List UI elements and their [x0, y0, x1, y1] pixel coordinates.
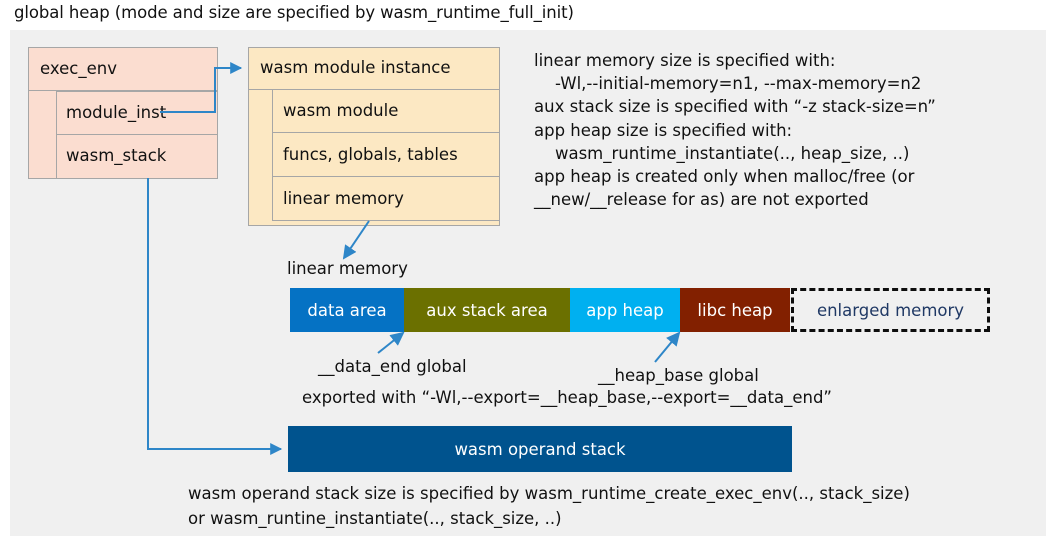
wasm-module-instance-title: wasm module instance [260, 58, 451, 77]
memory-segment-aux-stack-area: aux stack area [404, 288, 570, 332]
exec-env-title: exec_env [40, 59, 117, 78]
memory-segment-enlarged-memory: enlarged memory [791, 288, 990, 332]
annotation-exported-with: exported with “-Wl,--export=__heap_base,… [302, 388, 832, 407]
wasm-module-label: wasm module [283, 101, 399, 120]
wasm-module-instance-outline [248, 47, 500, 226]
exec-env-outline [28, 47, 218, 179]
page-title: global heap (mode and size are specified… [14, 3, 574, 22]
annotation-data-end: __data_end global [318, 357, 467, 376]
memory-segment-app-heap: app heap [570, 288, 680, 332]
linear-memory-caption: linear memory [287, 259, 408, 278]
annotation-heap-base: __heap_base global [598, 366, 759, 385]
wasm-module-instance-row-2 [272, 176, 500, 221]
wasm-stack-label: wasm_stack [66, 146, 167, 165]
memory-segment-libc-heap: libc heap [680, 288, 790, 332]
linear-memory-row-label: linear memory [283, 189, 404, 208]
funcs-globals-tables-label: funcs, globals, tables [283, 145, 458, 164]
linear-memory-notes: linear memory size is specified with: -W… [534, 51, 936, 210]
memory-segment-data-area: data area [290, 288, 404, 332]
operand-stack-notes: wasm operand stack size is specified by … [188, 484, 910, 528]
wasm-operand-stack-box: wasm operand stack [288, 426, 792, 472]
wasm-module-instance-row-1 [272, 132, 500, 177]
module-inst-label: module_inst [66, 103, 167, 122]
